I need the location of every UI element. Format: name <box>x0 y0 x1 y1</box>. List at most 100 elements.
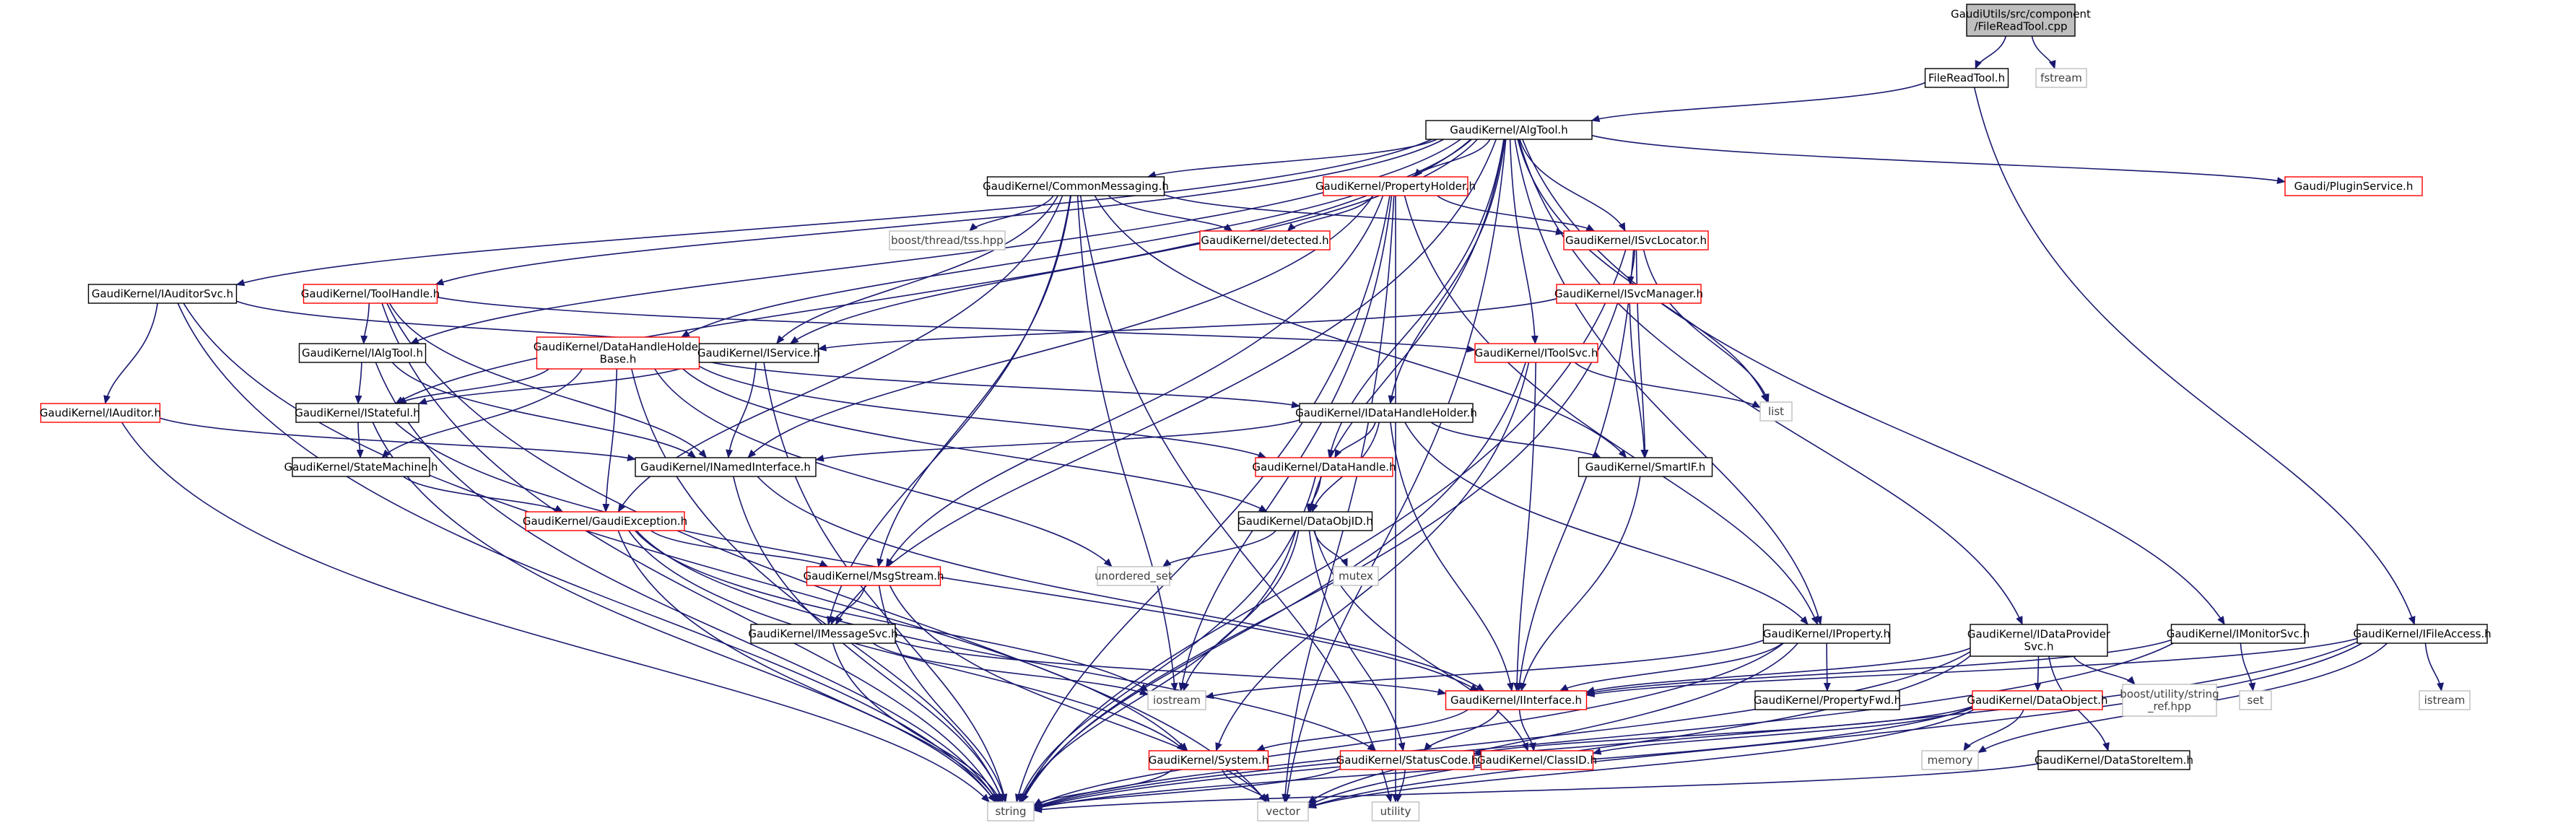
include-edge-idatahandleholder-to-datahandle <box>1334 422 1376 458</box>
include-edge-msgstream-to-vector <box>889 585 1268 803</box>
include-edge-isvclocator-to-string <box>1020 249 1627 803</box>
node-label: GaudiKernel/DataHandleHolder <box>534 341 703 354</box>
include-edge-isvcmanager-to-iservice <box>817 298 1557 352</box>
include-edge-dataobject-to-vector <box>1307 709 1975 809</box>
include-edge-idataprovidersvc-to-iinterface <box>1585 648 1971 694</box>
node-imonitorsvc[interactable]: GaudiKernel/IMonitorSvc.h <box>2167 624 2310 644</box>
node-string: string <box>987 801 1035 822</box>
node-box <box>1563 230 1709 250</box>
node-box <box>303 284 438 304</box>
node-label: set <box>2248 694 2264 707</box>
include-edge-propertyholder-to-iproperty <box>1404 195 1819 625</box>
node-label: GaudiKernel/IInterface.h <box>1450 694 1582 707</box>
include-edge-dataobjid-to-unordered_set <box>1162 530 1276 567</box>
node-iauditorsvc[interactable]: GaudiKernel/IAuditorSvc.h <box>87 284 238 304</box>
include-edge-inamedinterface-to-iinterface <box>757 476 1485 692</box>
node-classid[interactable]: GaudiKernel/ClassID.h <box>1477 750 1597 770</box>
node-imessagesvc[interactable]: GaudiKernel/IMessageSvc.h <box>748 624 898 644</box>
include-edge-commonmessaging-to-boostthread <box>969 195 1054 232</box>
include-edge-statemachine-to-gaudiexception <box>403 476 564 513</box>
include-edge-ifileaccess-to-iinterface <box>1585 637 2358 697</box>
node-box <box>1333 566 1379 586</box>
include-edge-datahandle-to-string <box>1019 476 1316 803</box>
node-mutex: mutex <box>1333 566 1379 586</box>
include-edge-commonmessaging-to-msgstream <box>876 195 1072 567</box>
node-pluginservice[interactable]: Gaudi/PluginService.h <box>2284 176 2423 196</box>
include-edge-ialgtool-to-istateful <box>354 362 362 404</box>
include-edge-iservice-to-string <box>763 362 1008 803</box>
node-datahandle[interactable]: GaudiKernel/DataHandle.h <box>1252 457 1396 477</box>
include-edge-ialgtool-to-string <box>375 362 998 803</box>
node-msgstream[interactable]: GaudiKernel/MsgStream.h <box>803 566 944 586</box>
node-label: list <box>1768 405 1784 418</box>
node-box <box>2122 684 2217 717</box>
node-box <box>806 566 941 586</box>
include-edge-iservice-to-inamedinterface <box>726 362 757 458</box>
include-edge-datahandleholderbase-to-datahandle <box>699 365 1267 458</box>
node-label: GaudiKernel/IAuditorSvc.h <box>92 287 233 300</box>
node-propertyholder[interactable]: GaudiKernel/PropertyHolder.h <box>1315 176 1476 196</box>
node-label: GaudiKernel/PropertyFwd.h <box>1754 694 1901 707</box>
node-isystem[interactable]: GaudiKernel/System.h <box>1148 750 1269 770</box>
node-commonmessaging[interactable]: GaudiKernel/CommonMessaging.h <box>983 176 1169 196</box>
include-edge-commonmessaging-to-isvclocator <box>1164 194 1565 235</box>
node-iinterface[interactable]: GaudiKernel/IInterface.h <box>1445 690 1588 710</box>
node-istateful[interactable]: GaudiKernel/IStateful.h <box>295 403 420 423</box>
node-iostream: iostream <box>1147 690 1206 710</box>
node-idatahandleholder[interactable]: GaudiKernel/IDataHandleHolder.h <box>1295 403 1477 423</box>
node-iservice[interactable]: GaudiKernel/IService.h <box>697 343 820 363</box>
node-label: GaudiKernel/DataStoreItem.h <box>2035 754 2193 767</box>
node-label: GaudiKernel/IAuditor.h <box>40 406 161 419</box>
node-propertyfwd[interactable]: GaudiKernel/PropertyFwd.h <box>1754 690 1901 710</box>
nodes-layer: GaudiUtils/src/component/FileReadTool.cp… <box>40 4 2492 822</box>
node-box <box>1556 284 1702 304</box>
node-label: GaudiKernel/SmartIF.h <box>1585 461 1705 474</box>
node-statemachine[interactable]: GaudiKernel/StateMachine.h <box>284 457 438 477</box>
node-box <box>40 403 161 423</box>
include-edge-idatahandleholder-to-inamedinterface <box>815 419 1300 462</box>
node-box <box>2239 690 2272 710</box>
node-isvcmanager[interactable]: GaudiKernel/ISvcManager.h <box>1554 284 1703 304</box>
node-box <box>1578 457 1713 477</box>
node-vector: vector <box>1257 801 1309 822</box>
include-edge-isvclocator-to-iinterface <box>1515 249 1635 692</box>
include-edge-iproperty-to-iinterface <box>1559 642 1783 692</box>
include-edge-algtool-to-istateful <box>395 139 1471 404</box>
node-box <box>1425 120 1593 140</box>
node-label: GaudiKernel/ToolHandle.h <box>301 287 440 300</box>
node-iauditor[interactable]: GaudiKernel/IAuditor.h <box>40 403 161 423</box>
node-statuscode[interactable]: GaudiKernel/StatusCode.h <box>1336 750 1479 770</box>
include-edge-ifileaccess-to-string <box>1033 641 2358 810</box>
node-smartif[interactable]: GaudiKernel/SmartIF.h <box>1578 457 1713 477</box>
node-label: GaudiKernel/DataObject.h <box>1967 694 2107 707</box>
node-datastoreitem[interactable]: GaudiKernel/DataStoreItem.h <box>2035 750 2193 770</box>
node-box <box>2037 750 2190 770</box>
node-label: GaudiKernel/MsgStream.h <box>803 570 944 583</box>
include-edge-propertyholder-to-vector <box>1282 195 1395 803</box>
include-edge-ialgtool-to-inamedinterface <box>391 362 697 458</box>
node-label: boost/thread/tss.hpp <box>891 234 1004 247</box>
node-ialgtool[interactable]: GaudiKernel/IAlgTool.h <box>298 343 427 363</box>
include-edge-gaudiexception-to-statuscode <box>636 530 1377 751</box>
include-edge-gaudiexception-to-msgstream <box>650 530 829 567</box>
node-inamedinterface[interactable]: GaudiKernel/INamedInterface.h <box>635 457 817 477</box>
node-filereadtool[interactable]: FileReadTool.h <box>1924 68 2009 88</box>
node-dataobject[interactable]: GaudiKernel/DataObject.h <box>1967 690 2108 710</box>
node-box <box>1237 511 1373 531</box>
node-iproperty[interactable]: GaudiKernel/IProperty.h <box>1762 624 1891 644</box>
node-dataobjid[interactable]: GaudiKernel/DataObjID.h <box>1237 511 1373 531</box>
node-detected[interactable]: GaudiKernel/detected.h <box>1199 230 1331 250</box>
node-root[interactable]: GaudiUtils/src/component/FileReadTool.cp… <box>1951 4 2091 37</box>
node-isvclocator[interactable]: GaudiKernel/ISvcLocator.h <box>1563 230 1709 250</box>
include-edge-toolhandle-to-vector <box>386 302 1267 803</box>
node-gaudiexception[interactable]: GaudiKernel/GaudiException.h <box>523 511 687 531</box>
node-label: memory <box>1928 754 1973 767</box>
node-toolhandle[interactable]: GaudiKernel/ToolHandle.h <box>301 284 440 304</box>
node-itoolsvc[interactable]: GaudiKernel/IToolSvc.h <box>1474 343 1598 363</box>
include-edge-root-to-filereadtool <box>1975 35 2007 69</box>
node-ifileaccess[interactable]: GaudiKernel/IFileAccess.h <box>2353 624 2492 644</box>
node-box <box>1148 750 1269 770</box>
node-algtool[interactable]: GaudiKernel/AlgTool.h <box>1425 120 1593 140</box>
